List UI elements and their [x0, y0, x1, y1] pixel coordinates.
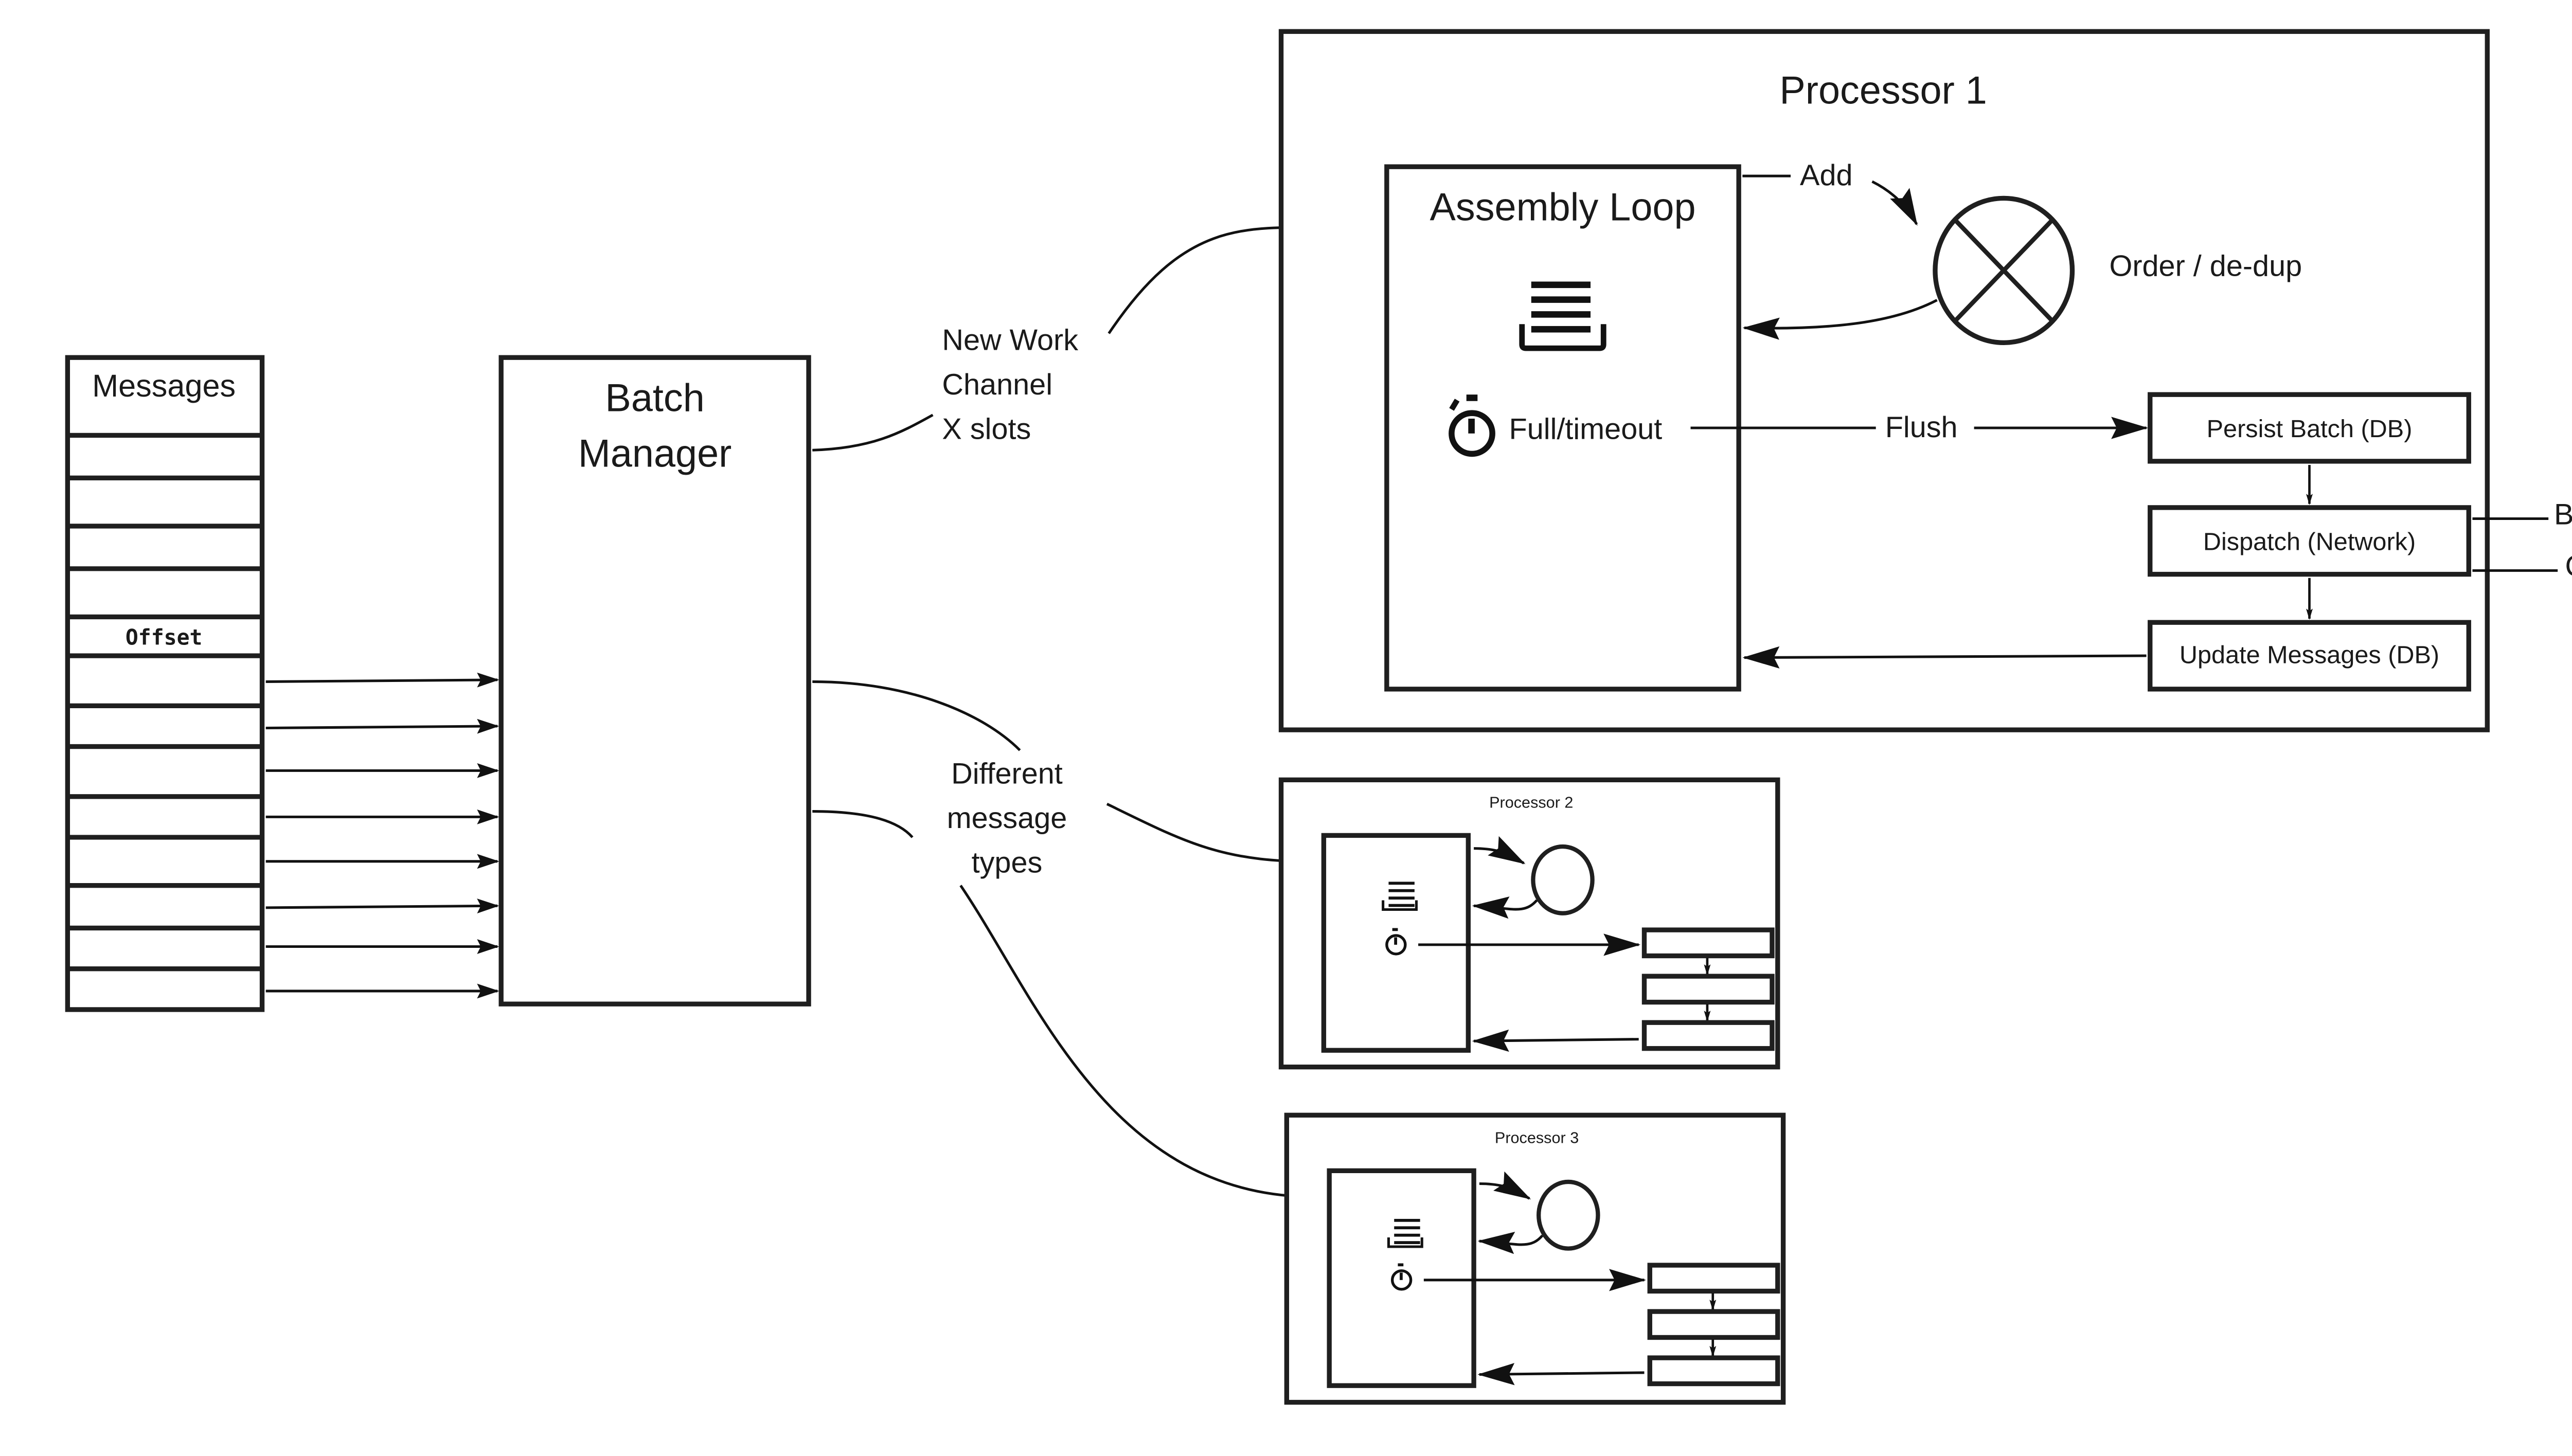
processor-3-add-arrow	[1479, 1171, 1531, 1200]
dispatch-network-label: Dispatch (Network)	[2203, 528, 2416, 556]
flush-label: Flush	[1885, 411, 1958, 444]
batch-manager-box	[498, 355, 811, 1006]
message-to-batch-arrows	[265, 672, 499, 999]
types-connector-upper	[812, 680, 1021, 751]
messages-queue: Messages Offset	[65, 355, 265, 1012]
messages-outline	[65, 355, 265, 1012]
update-messages-box	[2148, 620, 2471, 692]
message-arrow	[265, 898, 499, 913]
channel-connector-left	[812, 414, 934, 452]
blockchain-label: Blockchain	[2554, 498, 2572, 531]
processor-2-dispatch-box	[1641, 974, 1775, 1005]
batch-manager-title-line1: Batch	[605, 377, 704, 420]
processor-1: Processor 1 Assembly Loop Full/timeout A…	[1278, 29, 2572, 732]
update-return-arrow	[1742, 646, 2147, 669]
dispatch-network-box	[2148, 505, 2471, 577]
processor-3-update-return-arrow	[1477, 1363, 1645, 1386]
batch-manager-title-line2: Manager	[578, 433, 731, 476]
types-label-line3: types	[972, 846, 1043, 879]
messages-header: Messages	[92, 368, 236, 403]
processor-3: Processor 3	[1284, 1112, 1786, 1405]
new-work-channel: New Work Channel X slots	[812, 218, 1383, 452]
order-dedup-label: Order / de-dup	[2110, 250, 2302, 283]
processor-3-title: Processor 3	[1495, 1129, 1579, 1146]
different-message-types: Different message types	[812, 680, 1328, 1209]
offchain-label: Off-chain	[2565, 550, 2572, 583]
channel-label-line1: New Work	[942, 324, 1078, 357]
channel-label-line3: X slots	[942, 413, 1031, 446]
queue-stack-icon	[1387, 1218, 1423, 1248]
stopwatch-icon	[1385, 928, 1407, 956]
types-connector-lower	[812, 810, 914, 838]
persist-batch-box	[2148, 392, 2471, 464]
arrow-to-processor-3	[959, 885, 1328, 1209]
offset-label: Offset	[126, 625, 203, 650]
add-arrow	[1871, 180, 1918, 226]
persist-batch-label: Persist Batch (DB)	[2207, 415, 2413, 443]
processor-3-update-box	[1647, 1355, 1780, 1387]
stopwatch-icon	[1449, 394, 1495, 457]
add-label: Add	[1800, 159, 1853, 192]
stopwatch-icon	[1390, 1263, 1413, 1291]
processor-2-persist-box	[1641, 927, 1775, 959]
processor-3-persist-box	[1647, 1263, 1780, 1294]
order-return-arrow	[1742, 299, 1938, 340]
order-dedup-node	[1933, 195, 2075, 346]
assembly-loop-title: Assembly Loop	[1430, 186, 1695, 229]
processor-2-add-arrow	[1474, 836, 1526, 865]
queue-stack-icon	[1519, 281, 1606, 351]
message-arrow	[265, 718, 499, 734]
processor-3-dispatch-box	[1647, 1309, 1780, 1340]
types-label-line2: message	[947, 802, 1067, 835]
processor-2: Processor 2	[1278, 777, 1780, 1070]
processor-2-order-circle	[1531, 844, 1595, 915]
channel-label-line2: Channel	[942, 368, 1052, 401]
types-label-line1: Different	[951, 758, 1063, 790]
processor-3-order-circle	[1537, 1179, 1600, 1251]
queue-stack-icon	[1382, 882, 1418, 911]
processor-2-update-return-arrow	[1472, 1029, 1639, 1052]
processor-3-return-arrow	[1477, 1232, 1544, 1254]
processor-2-update-box	[1641, 1020, 1775, 1051]
message-row-dividers	[67, 433, 262, 972]
batch-manager: Batch Manager	[498, 355, 811, 1006]
processor-1-title: Processor 1	[1779, 69, 1987, 113]
processor-2-title: Processor 2	[1489, 794, 1573, 811]
processor-2-return-arrow	[1472, 896, 1538, 919]
message-arrow	[265, 672, 499, 688]
update-messages-label: Update Messages (DB)	[2180, 641, 2439, 669]
assembly-loop-box	[1384, 164, 1741, 692]
full-timeout-label: Full/timeout	[1509, 413, 1663, 446]
